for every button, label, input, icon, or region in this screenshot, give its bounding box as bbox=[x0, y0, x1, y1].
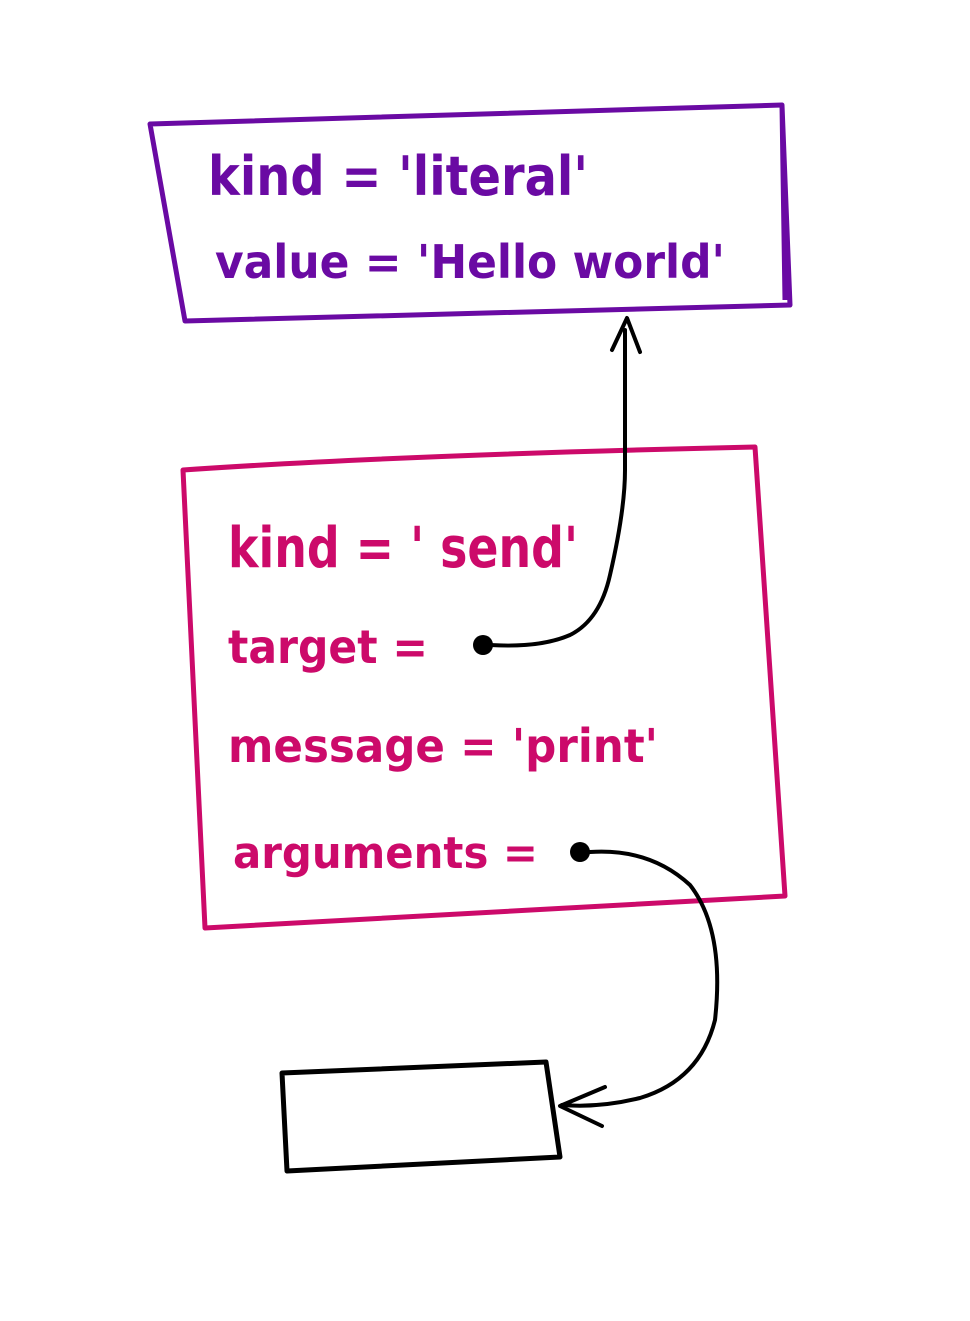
arguments-pointer-dot bbox=[570, 842, 590, 862]
send-arguments-row: arguments = bbox=[233, 828, 538, 879]
send-target-row: target = bbox=[228, 620, 428, 674]
send-node: kind = ' send' target = message = 'print… bbox=[180, 444, 788, 931]
target-pointer-dot bbox=[473, 635, 493, 655]
send-message-row: message = 'print' bbox=[228, 719, 658, 773]
arguments-pointer-arrow bbox=[558, 842, 720, 1128]
send-node-border bbox=[180, 444, 788, 931]
send-kind-row: kind = ' send' bbox=[228, 516, 578, 581]
arrowhead-icon bbox=[558, 1085, 607, 1128]
arrowhead-icon bbox=[610, 316, 642, 354]
target-pointer-arrow bbox=[473, 316, 642, 655]
literal-kind-row: kind = 'literal' bbox=[208, 145, 588, 208]
literal-value-row: value = 'Hello world' bbox=[215, 235, 725, 289]
literal-node: kind = 'literal' value = 'Hello world' bbox=[147, 102, 793, 324]
arguments-list-node bbox=[279, 1059, 563, 1174]
literal-node-border bbox=[147, 102, 793, 324]
